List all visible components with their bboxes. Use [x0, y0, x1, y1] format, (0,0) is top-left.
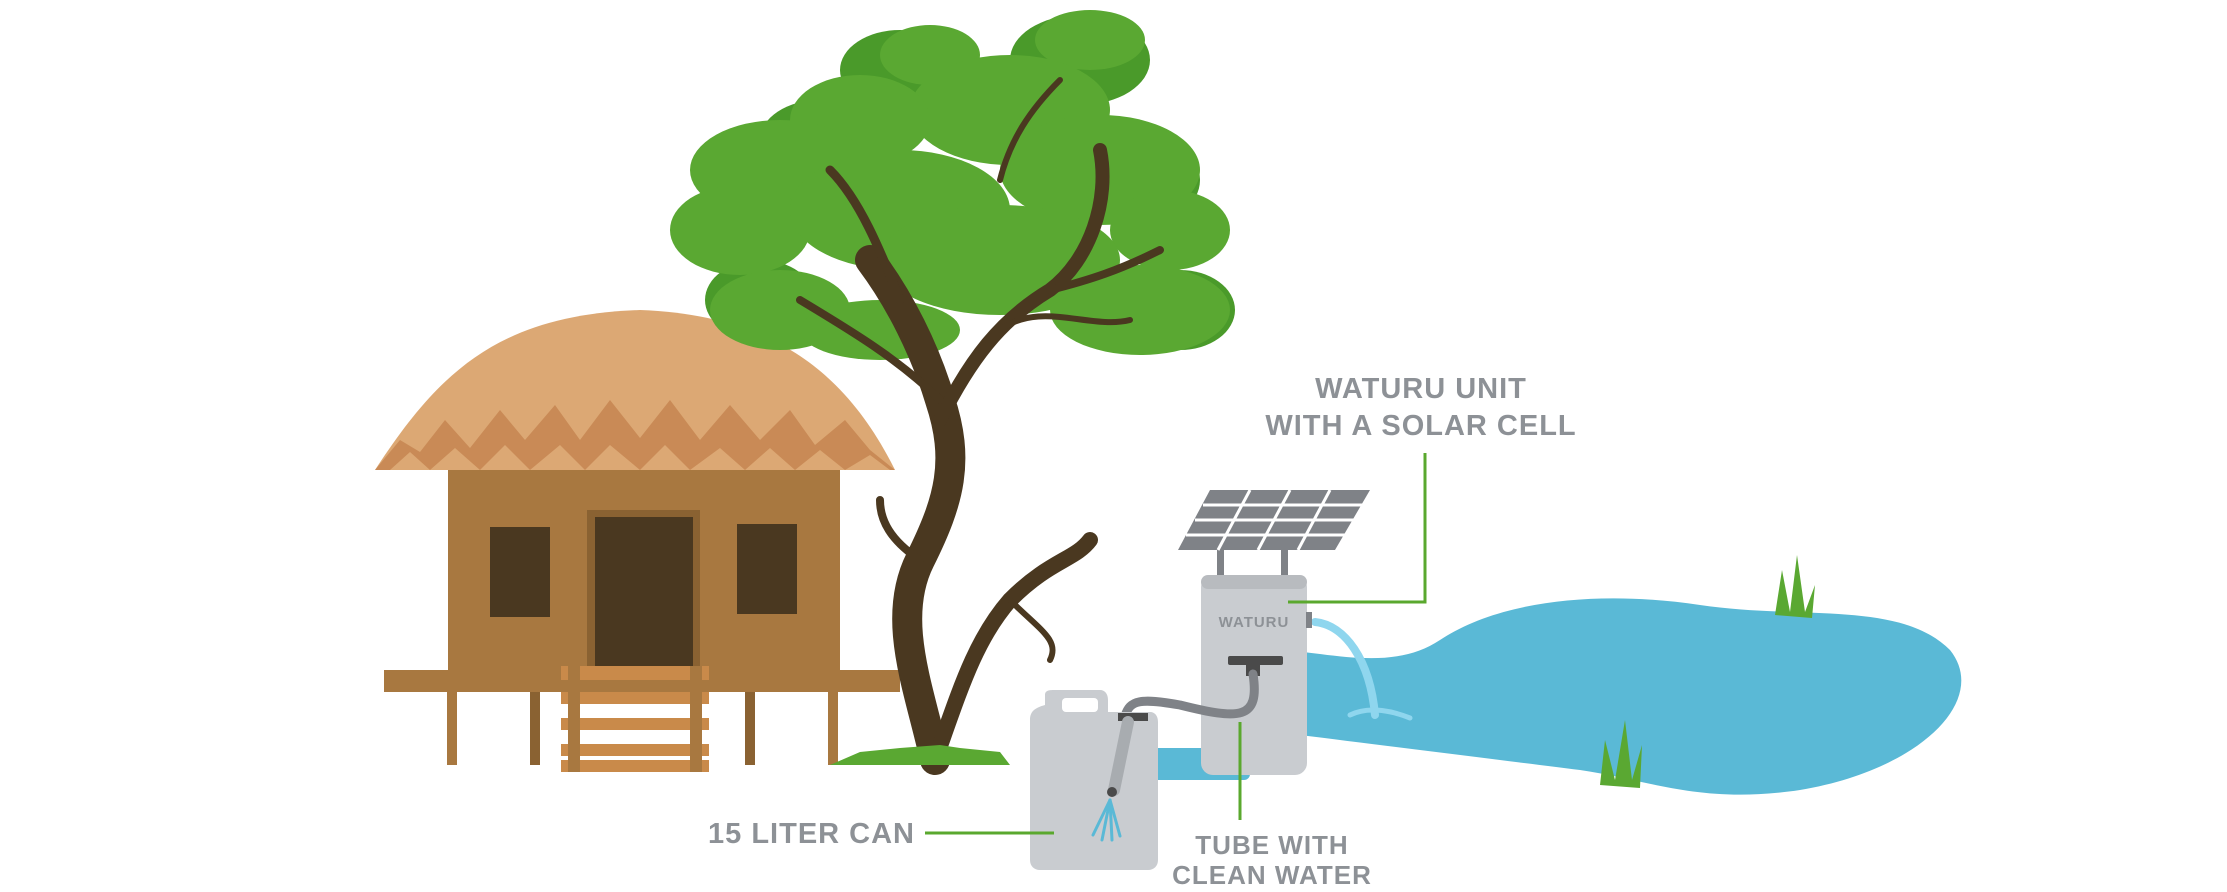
hose-icon: [1120, 669, 1259, 721]
tree-icon: [670, 10, 1235, 775]
solar-panel-icon: [1178, 489, 1370, 580]
grass-icon: [1600, 555, 1815, 788]
can-label: 15 LITER CAN: [708, 818, 915, 850]
unit-label-line2: WITH A SOLAR CELL: [1265, 410, 1576, 442]
water-can-icon: [1030, 690, 1158, 870]
tube-label-line1: TUBE WITH: [1195, 830, 1348, 860]
unit-brand-label: WATURU: [1219, 614, 1290, 631]
unit-label-line1: WATURU UNIT: [1315, 373, 1527, 405]
tube-label-line2: CLEAN WATER: [1172, 860, 1372, 890]
leader-lines: [925, 453, 1427, 835]
leader-line-unit: [1288, 453, 1427, 604]
hut-icon: [375, 310, 900, 772]
